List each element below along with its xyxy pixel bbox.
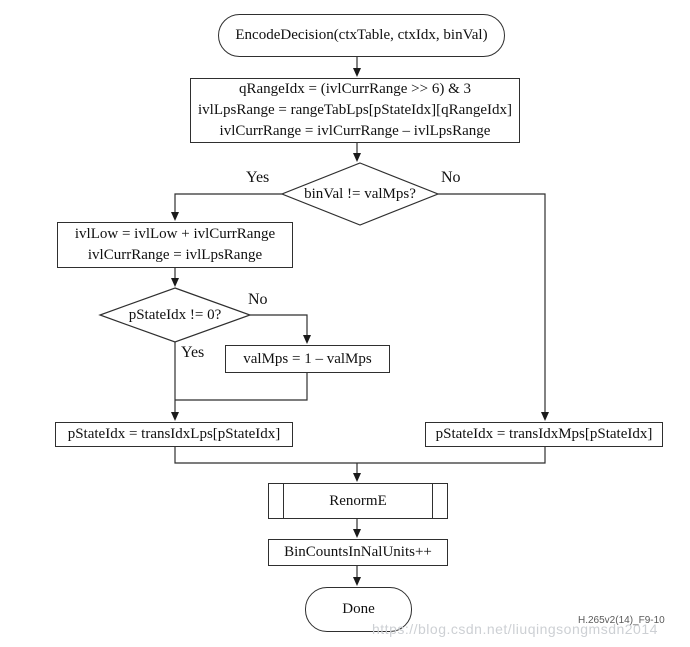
arrowhead: [353, 473, 361, 482]
decision-binval-yes-label: Yes: [246, 169, 270, 186]
decision-binval-diamond-shape: [280, 162, 440, 226]
arrowhead: [303, 335, 311, 344]
arrowhead: [353, 153, 361, 162]
decision-pstate-question: pStateIdx != 0?: [102, 290, 248, 340]
start-node-label: EncodeDecision(ctxTable, ctxIdx, binVal): [235, 27, 488, 43]
bincounts-box: BinCountsInNalUnits++: [268, 539, 448, 566]
connector-bottom-merge: [174, 447, 546, 464]
arrowhead: [353, 529, 361, 538]
decision-pstate-yes-label: Yes: [181, 344, 205, 361]
connector-decision1-no: [438, 193, 546, 416]
lps-update-box: ivlLow = ivlLow + ivlCurrRange ivlCurrRa…: [57, 222, 293, 268]
decision-pstate-diamond-shape: [98, 287, 252, 343]
init-process-box: qRangeIdx = (ivlCurrRange >> 6) & 3 ivlL…: [190, 78, 520, 143]
init-line-2: ivlLpsRange = rangeTabLps[pStateIdx][qRa…: [198, 102, 512, 118]
done-node: Done: [305, 587, 412, 632]
trans-mps-label: pStateIdx = transIdxMps[pStateIdx]: [435, 426, 653, 442]
trans-lps-label: pStateIdx = transIdxLps[pStateIdx]: [67, 426, 281, 442]
trans-mps-box: pStateIdx = transIdxMps[pStateIdx]: [425, 422, 663, 447]
arrowhead: [353, 68, 361, 77]
connector-decision2-no: [250, 314, 308, 340]
renorm-subroutine-box: RenormE: [268, 483, 448, 519]
arrowhead: [171, 278, 179, 287]
init-line-3: ivlCurrRange = ivlCurrRange – ivlLpsRang…: [219, 123, 491, 139]
decision-binval-question: binVal != valMps?: [284, 164, 436, 224]
decision-binval-label: binVal != valMps?: [304, 185, 416, 202]
bincounts-label: BinCountsInNalUnits++: [284, 544, 432, 560]
init-line-1: qRangeIdx = (ivlCurrRange >> 6) & 3: [238, 81, 471, 97]
connector-flip-merge: [175, 373, 308, 401]
predefined-process-right-bar: [432, 484, 433, 518]
flip-valmps-box: valMps = 1 – valMps: [225, 345, 390, 373]
decision-pstate-no-label: No: [248, 291, 268, 308]
connector-decision1-yes: [174, 193, 282, 216]
flip-valmps-label: valMps = 1 – valMps: [243, 350, 372, 367]
start-node: EncodeDecision(ctxTable, ctxIdx, binVal): [218, 14, 505, 57]
decision-pstate-label: pStateIdx != 0?: [128, 306, 222, 323]
arrowhead: [353, 577, 361, 586]
trans-lps-box: pStateIdx = transIdxLps[pStateIdx]: [55, 422, 293, 447]
csdn-watermark: https://blog.csdn.net/liuqingsongmsdn201…: [372, 621, 658, 637]
renorm-label: RenormE: [329, 492, 387, 509]
predefined-process-left-bar: [283, 484, 284, 518]
arrowhead: [171, 412, 179, 421]
arrowhead: [171, 212, 179, 221]
lps-update-line-1: ivlLow = ivlLow + ivlCurrRange: [74, 226, 276, 242]
done-node-label: Done: [342, 601, 375, 617]
lps-update-line-2: ivlCurrRange = ivlLpsRange: [87, 247, 263, 263]
figure-label: H.265v2(14)_F9-10: [578, 615, 665, 626]
decision-binval-no-label: No: [441, 169, 461, 186]
arrowhead: [541, 412, 549, 421]
